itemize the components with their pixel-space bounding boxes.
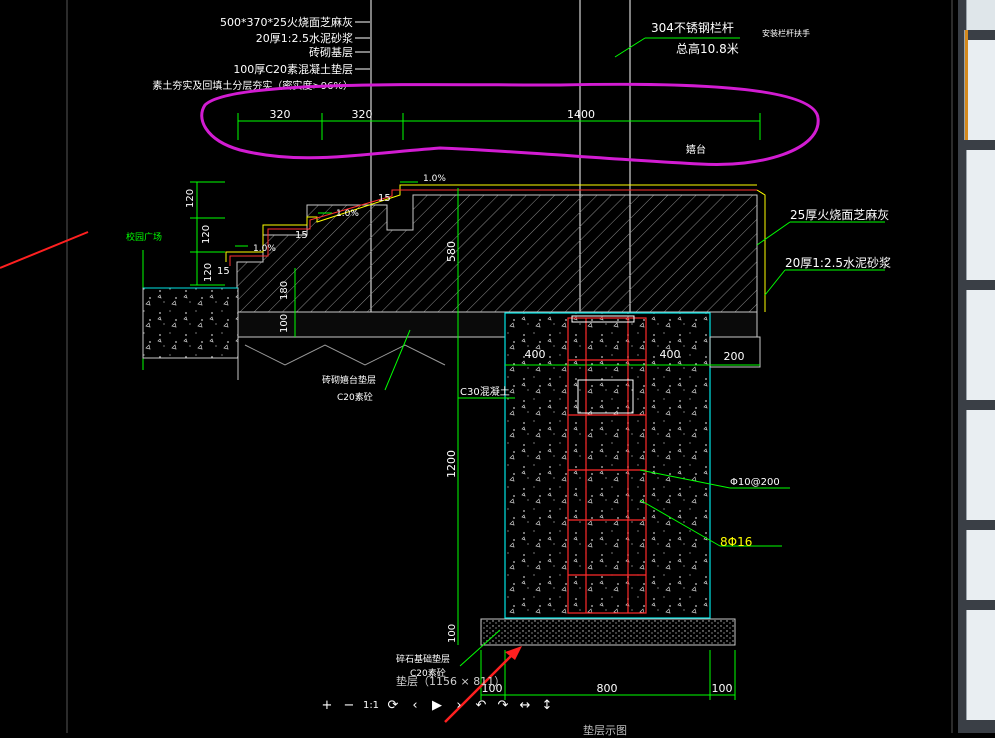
layer-callouts: 500*370*25火烧面芝麻灰 20厚1:2.5水泥砂浆 砖砌基层 100厚C… [152,15,370,92]
layer-label: 素土夯实及回填土分层夯实（密实度>96%） [152,79,353,92]
column-labels: C30混凝土 砖砌嬉台垫层 C20素砼 Φ10@200 8Φ16 [322,329,790,549]
platform-body [225,184,766,338]
viewer-toolbar: + − 1:1 ⟳ ‹ ▶ › ↶ ↷ ↔ ↕ [316,694,558,716]
dim-label: 400 [525,348,546,361]
step-dimensions: 15 15 15 [217,193,391,277]
side-panel [958,0,995,733]
rebar-cage [567,317,647,614]
actual-size-button[interactable]: 1:1 [362,699,380,711]
dim-label: 400 [660,348,681,361]
dim-label: 100 [279,314,290,333]
footing: 100 800 100 碎石基础垫层 C20素砼 [396,618,736,700]
dim-label: 100 [712,682,733,695]
dim-label: 120 [203,263,214,282]
footing-label: C20素砼 [410,667,446,679]
finish-label: 20厚1:2.5水泥砂浆 [785,255,891,270]
image-caption: 垫层（1156 × 811） [396,675,506,688]
layer-label: 500*370*25火烧面芝麻灰 [220,15,353,29]
layer-label: 砖砌基层 [309,45,353,59]
footing-label: 碎石基础垫层 [396,653,450,665]
red-arrow [444,651,516,723]
dim-label: 1200 [445,450,458,478]
base-label: C20素砼 [337,391,373,403]
slope-label: 1.0% [423,174,446,184]
plaza-ground: 校园广场 [126,231,446,380]
prev-button[interactable]: ‹ [412,697,418,713]
dim-label: 100 [447,624,458,643]
zoom-out-button[interactable]: − [343,697,355,713]
finish-label: 25厚火烧面芝麻灰 [790,207,889,222]
step-dim: 15 [217,266,230,277]
flip-horizontal-button[interactable]: ↔ [519,697,531,713]
layer-label: 20厚1:2.5水泥砂浆 [256,31,353,45]
dim-label: 320 [352,108,373,121]
next-button[interactable]: › [456,697,462,713]
column-pier: 400 400 200 [504,312,761,619]
layer-label: 100厚C20素混凝土垫层 [233,62,353,76]
step-dim: 15 [295,230,308,241]
cad-drawing: 500*370*25火烧面芝麻灰 20厚1:2.5水泥砂浆 砖砌基层 100厚C… [0,0,953,733]
zoom-in-button[interactable]: + [321,697,333,713]
left-dimensions: 120 120 120 180 100 [185,181,296,337]
image-subcaption: 垫层示图 [583,724,627,737]
slope-markers: 1.0% 1.0% 1.0% [235,174,446,254]
dim-label: 180 [279,281,290,300]
railing-height-label: 总高10.8米 [676,41,739,56]
dim-label: 120 [201,225,212,244]
rotate-right-button[interactable]: ↷ [497,697,509,713]
dim-label: 580 [445,241,458,262]
platform-label: 嬉台 [686,143,706,156]
dim-label: 200 [724,350,745,363]
flip-vertical-button[interactable]: ↕ [541,697,553,713]
dim-label: 320 [270,108,291,121]
markup-arrows [0,231,522,723]
dim-label: 1400 [567,108,595,121]
top-dimensions: 320 320 1400 嬉台 [237,108,761,156]
rebar-main-label: 8Φ16 [720,535,752,549]
dim-label: 120 [185,189,196,208]
rotate-left-button[interactable]: ↶ [475,697,487,713]
concrete-label: C30混凝土 [460,385,510,398]
finish-callouts: 25厚火烧面芝麻灰 20厚1:2.5水泥砂浆 [756,207,891,296]
depth-dimension: 580 1200 100 [445,188,459,645]
red-arrow [0,231,89,269]
railing-label: 304不锈钢栏杆 [651,20,734,35]
dim-label: 100 [482,682,503,695]
rebar-stirrup-label: Φ10@200 [730,477,780,488]
plaza-label: 校园广场 [126,231,162,243]
slope-label: 1.0% [336,209,359,219]
railing-callout: 304不锈钢栏杆 总高10.8米 安装栏杆扶手 [614,20,810,58]
railing-note: 安装栏杆扶手 [762,28,810,38]
base-label: 砖砌嬉台垫层 [322,374,376,386]
play-button[interactable]: ▶ [432,697,442,713]
dim-label: 800 [597,682,618,695]
markup-ellipse [200,82,820,167]
rotate-button[interactable]: ⟳ [387,697,399,713]
slope-label: 1.0% [253,244,276,254]
step-dim: 15 [378,193,391,204]
